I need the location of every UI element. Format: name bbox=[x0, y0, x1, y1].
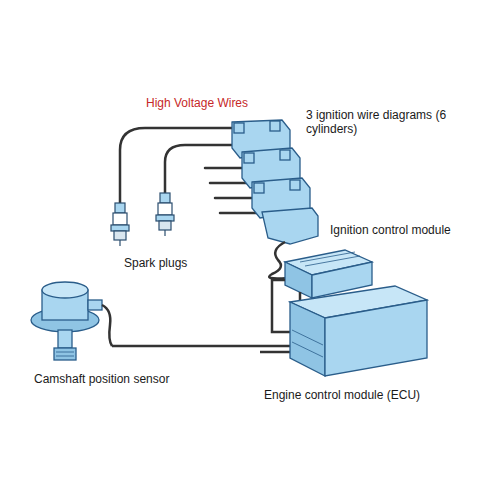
part-label: Engine control module (ECU) bbox=[264, 388, 420, 402]
part-label: Camshaft position sensor bbox=[34, 372, 169, 386]
spark-plug bbox=[111, 193, 174, 246]
control-cable bbox=[112, 280, 300, 352]
ignition-module-body bbox=[285, 250, 372, 298]
part-label: 3 ignition wire diagrams (6 cylinders) bbox=[306, 108, 456, 136]
high-voltage-wire bbox=[120, 128, 244, 205]
ecu-body bbox=[290, 286, 427, 376]
wire-label: High Voltage Wires bbox=[146, 96, 248, 110]
sensor-wire bbox=[102, 305, 112, 346]
camshaft-sensor bbox=[31, 282, 102, 360]
part-label: Spark plugs bbox=[124, 256, 187, 270]
coil-pack bbox=[232, 120, 318, 244]
part-label: Ignition control module bbox=[330, 223, 451, 237]
